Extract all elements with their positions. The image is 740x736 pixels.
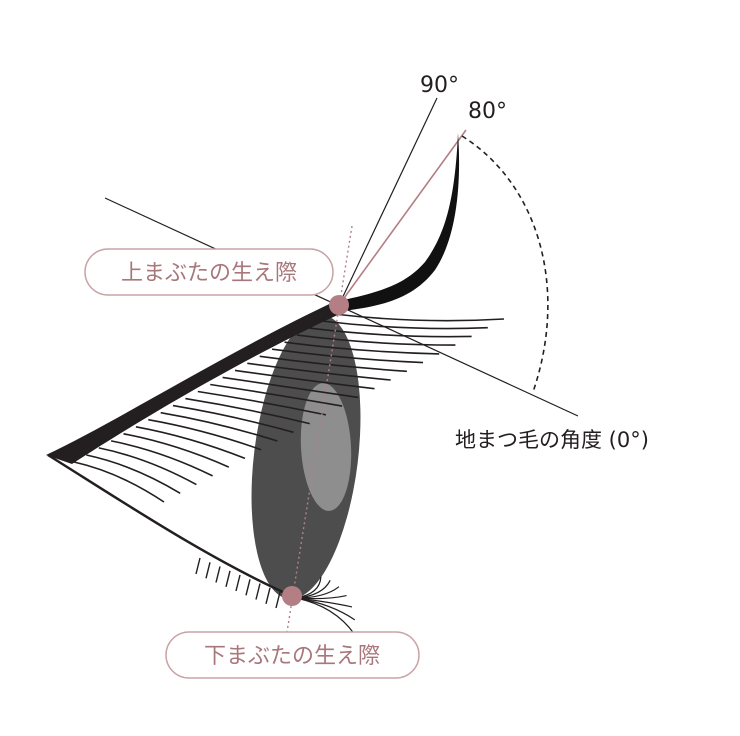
upper-lash — [73, 461, 165, 503]
lower-lash — [255, 583, 261, 600]
upper-lash — [333, 313, 505, 322]
upper-lash — [135, 426, 246, 460]
upper-lashes — [73, 313, 505, 503]
lower-lash — [235, 574, 241, 592]
base-angle-label: 地まつ毛の角度 (0°) — [455, 428, 649, 452]
upper-lash — [98, 447, 197, 486]
lower-eyelid — [47, 453, 293, 598]
upper-lash — [234, 369, 375, 390]
upper-lash — [321, 320, 488, 330]
upper-lash — [210, 383, 343, 407]
upper-lash — [148, 418, 262, 451]
lower-lash — [265, 587, 271, 604]
upper-lash — [271, 348, 424, 364]
lower-lash — [215, 566, 221, 583]
upper-lash — [197, 390, 327, 416]
lower-lash — [225, 570, 231, 587]
upper-lash — [309, 327, 472, 338]
upper-lash — [123, 433, 230, 468]
upper-lash — [86, 454, 181, 494]
lower-lashes — [195, 557, 281, 609]
lower-lash — [205, 562, 211, 579]
upper-lash — [160, 411, 278, 442]
lower-lash-line-dot — [282, 586, 302, 606]
upper-lash — [296, 334, 456, 346]
angle-90-line — [338, 97, 438, 306]
upper-lash-line-text: 上まぶたの生え際 — [121, 261, 297, 286]
upper-lash — [247, 362, 391, 381]
upper-lash — [284, 341, 440, 355]
lower-lash — [245, 579, 251, 596]
lower-lash-line-label: 下まぶたの生え際 — [165, 631, 420, 679]
lower-lash — [275, 591, 281, 609]
curled-lash — [339, 133, 460, 311]
upper-lash — [259, 355, 407, 373]
lower-fan-lash — [295, 597, 355, 635]
angle-arc-dashed — [461, 135, 549, 393]
upper-eyelid — [46, 300, 344, 464]
angle-90-label: 90° — [420, 73, 459, 98]
upper-lash — [185, 397, 310, 425]
upper-lash — [172, 404, 294, 434]
upper-lash — [110, 440, 213, 477]
iris-highlight — [300, 383, 352, 511]
angle-80-line — [338, 129, 467, 306]
lower-lash — [195, 557, 201, 575]
lower-lash-line-text: 下まぶたの生え際 — [204, 644, 380, 669]
upper-lash-line-dot — [329, 295, 349, 315]
upper-lash — [222, 376, 359, 399]
upper-lash-line-label: 上まぶたの生え際 — [84, 248, 334, 296]
vertical-axis-dotted — [286, 225, 353, 633]
angle-80-label: 80° — [468, 99, 507, 124]
